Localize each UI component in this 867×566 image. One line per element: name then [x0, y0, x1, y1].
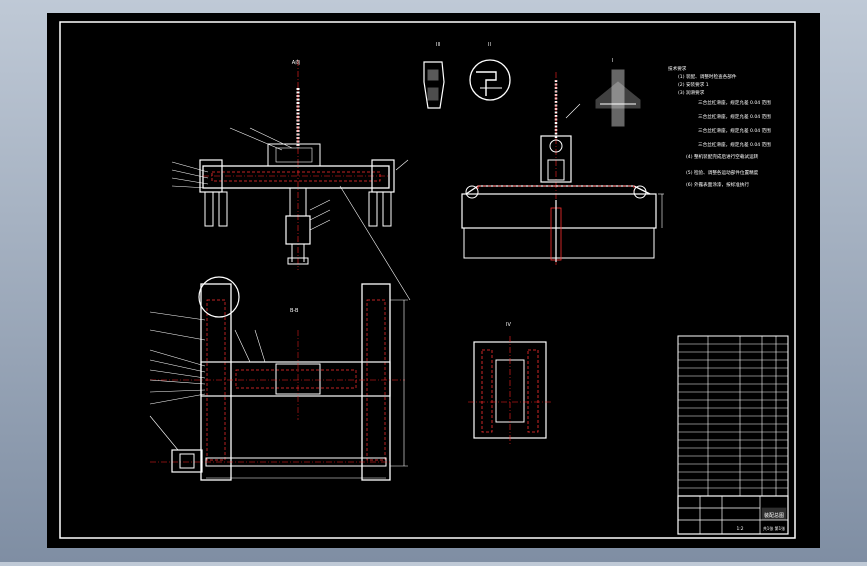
detail-label-i: I: [612, 58, 613, 64]
drawing-title: 装配总图: [764, 512, 784, 519]
tech-note: 三合丝杠滑座，规定允差 0.04 范围: [698, 141, 771, 148]
front-view: [171, 60, 411, 301]
parts-list: [677, 335, 789, 497]
tech-note: 三合丝杠滑座，规定允差 0.04 范围: [698, 113, 771, 120]
drawing-sheet: [47, 13, 820, 548]
tech-note: 三合丝杠滑座，规定允差 0.04 范围: [698, 127, 771, 134]
detail-label-ii: II: [488, 42, 491, 48]
detail-label-iv: IV: [506, 322, 511, 328]
tech-notes-title: 技术要求: [668, 65, 687, 72]
view-label-top: A向: [292, 59, 300, 66]
tech-note: (4) 整机装配完成后进行空载试运转: [686, 153, 759, 160]
drawing-scale: 1:2: [736, 526, 743, 532]
drawing-sheet-number: 共1张 第1张: [763, 525, 785, 531]
view-label-section: B-B: [290, 308, 299, 314]
tech-note: (5) 检验、调整各运动部件位置精度: [686, 169, 759, 176]
tech-note: (3) 润滑要求: [678, 89, 705, 96]
detail-views: [423, 59, 641, 127]
title-block: [677, 495, 789, 535]
tech-note: (2) 安装要求 1: [678, 81, 709, 88]
detail-iv-view: [468, 336, 552, 444]
tech-note: (1) 装配、调整时检查各部件: [678, 73, 737, 80]
side-view: [461, 72, 664, 265]
technical-notes: 技术要求 (1) 装配、调整时检查各部件 (2) 安装要求 1 (3) 润滑要求…: [668, 65, 771, 188]
detail-label-iii: III: [436, 42, 440, 48]
tech-note: 三合丝杠滑座，规定允差 0.04 范围: [698, 99, 771, 106]
tech-note: (6) 外露表面涂漆，按标准执行: [686, 181, 749, 188]
plan-view: [149, 276, 408, 481]
drawing-frame: [59, 21, 796, 539]
